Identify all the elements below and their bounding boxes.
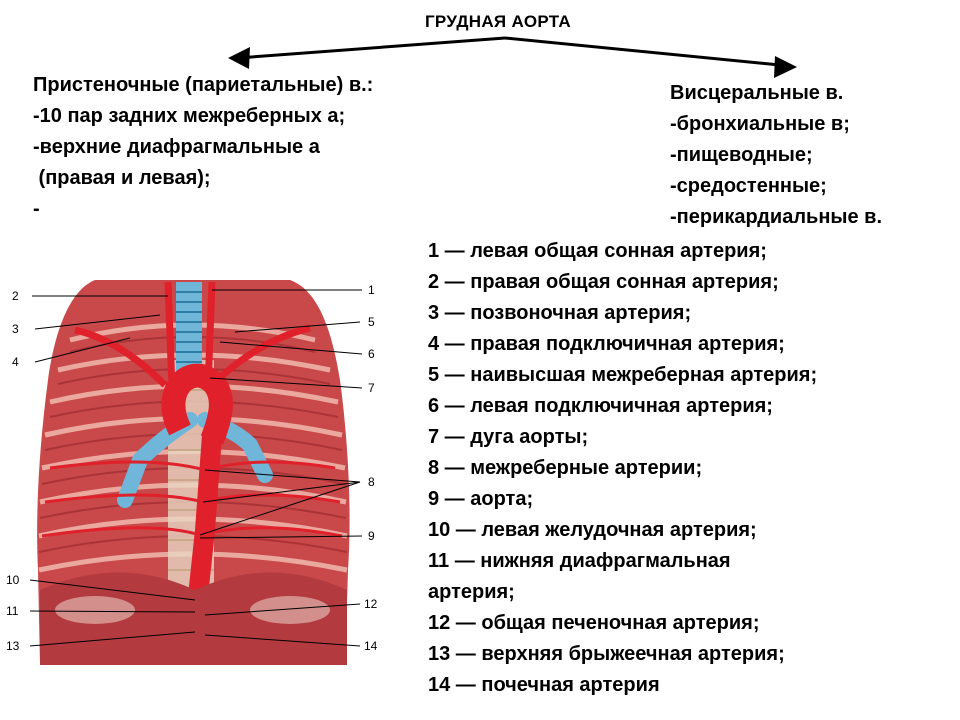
parietal-item: -10 пар задних межреберных а;: [33, 105, 346, 127]
legend-item-11: 11 — нижняя диафрагмальная: [428, 550, 731, 572]
callout-9: 9: [368, 529, 375, 543]
visceral-item: -бронхиальные в;: [670, 113, 850, 135]
callout-10: 10: [6, 573, 20, 587]
legend-item-9: 9 — аорта;: [428, 488, 534, 510]
parietal-item: -верхние диафрагмальные а: [33, 136, 320, 158]
legend-item-3: 3 — позвоночная артерия;: [428, 302, 692, 324]
callout-12: 12: [364, 597, 378, 611]
visceral-item: -перикардиальные в.: [670, 206, 883, 228]
callout-13: 13: [6, 639, 20, 653]
callout-4: 4: [12, 355, 19, 369]
visceral-branches: Висцеральные в. -бронхиальные в; -пищево…: [670, 78, 960, 233]
figure-legend: 1 — левая общая сонная артерия; 2 — прав…: [428, 236, 958, 701]
callout-11: 11: [6, 604, 19, 618]
legend-item-4: 4 — правая подключичная артерия;: [428, 333, 785, 355]
callout-5: 5: [368, 315, 375, 329]
callout-7: 7: [368, 381, 375, 395]
visceral-heading: Висцеральные в.: [670, 82, 844, 104]
callout-8: 8: [368, 475, 375, 489]
parietal-item: (правая и левая);: [33, 167, 211, 189]
diaphragm: [40, 572, 347, 665]
legend-item-5: 5 — наивысшая межреберная артерия;: [428, 364, 818, 386]
visceral-item: -пищеводные;: [670, 144, 813, 166]
legend-item-13: 13 — верхняя брыжеечная артерия;: [428, 643, 785, 665]
legend-item-1: 1 — левая общая сонная артерия;: [428, 240, 767, 262]
callout-1: 1: [368, 283, 375, 297]
legend-item-10: 10 — левая желудочная артерия;: [428, 519, 757, 541]
parietal-item: -: [33, 198, 40, 220]
callout-3: 3: [12, 322, 19, 336]
thoracic-aorta-illustration: 1 2 3 4 5 6 7 8 9 10 11 12 13 14: [6, 280, 378, 665]
legend-item-7: 7 — дуга аорты;: [428, 426, 589, 448]
visceral-item: -средостенные;: [670, 175, 827, 197]
legend-item-8: 8 — межреберные артерии;: [428, 457, 703, 479]
legend-item-2: 2 — правая общая сонная артерия;: [428, 271, 779, 293]
callout-14: 14: [364, 639, 378, 653]
legend-item-6: 6 — левая подключичная артерия;: [428, 395, 773, 417]
callout-6: 6: [368, 347, 375, 361]
parietal-heading: Пристеночные (париетальные) в.:: [33, 74, 374, 96]
legend-item-12: 12 — общая печеночная артерия;: [428, 612, 760, 634]
legend-item-11-cont: артерия;: [428, 581, 515, 603]
parietal-branches: Пристеночные (париетальные) в.: -10 пар …: [33, 70, 453, 225]
callout-2: 2: [12, 289, 19, 303]
legend-item-14: 14 — почечная артерия: [428, 674, 660, 696]
page-title: ГРУДНАЯ АОРТА: [425, 12, 571, 31]
branch-arrow: [228, 36, 797, 78]
aortic-arch: [161, 363, 233, 445]
